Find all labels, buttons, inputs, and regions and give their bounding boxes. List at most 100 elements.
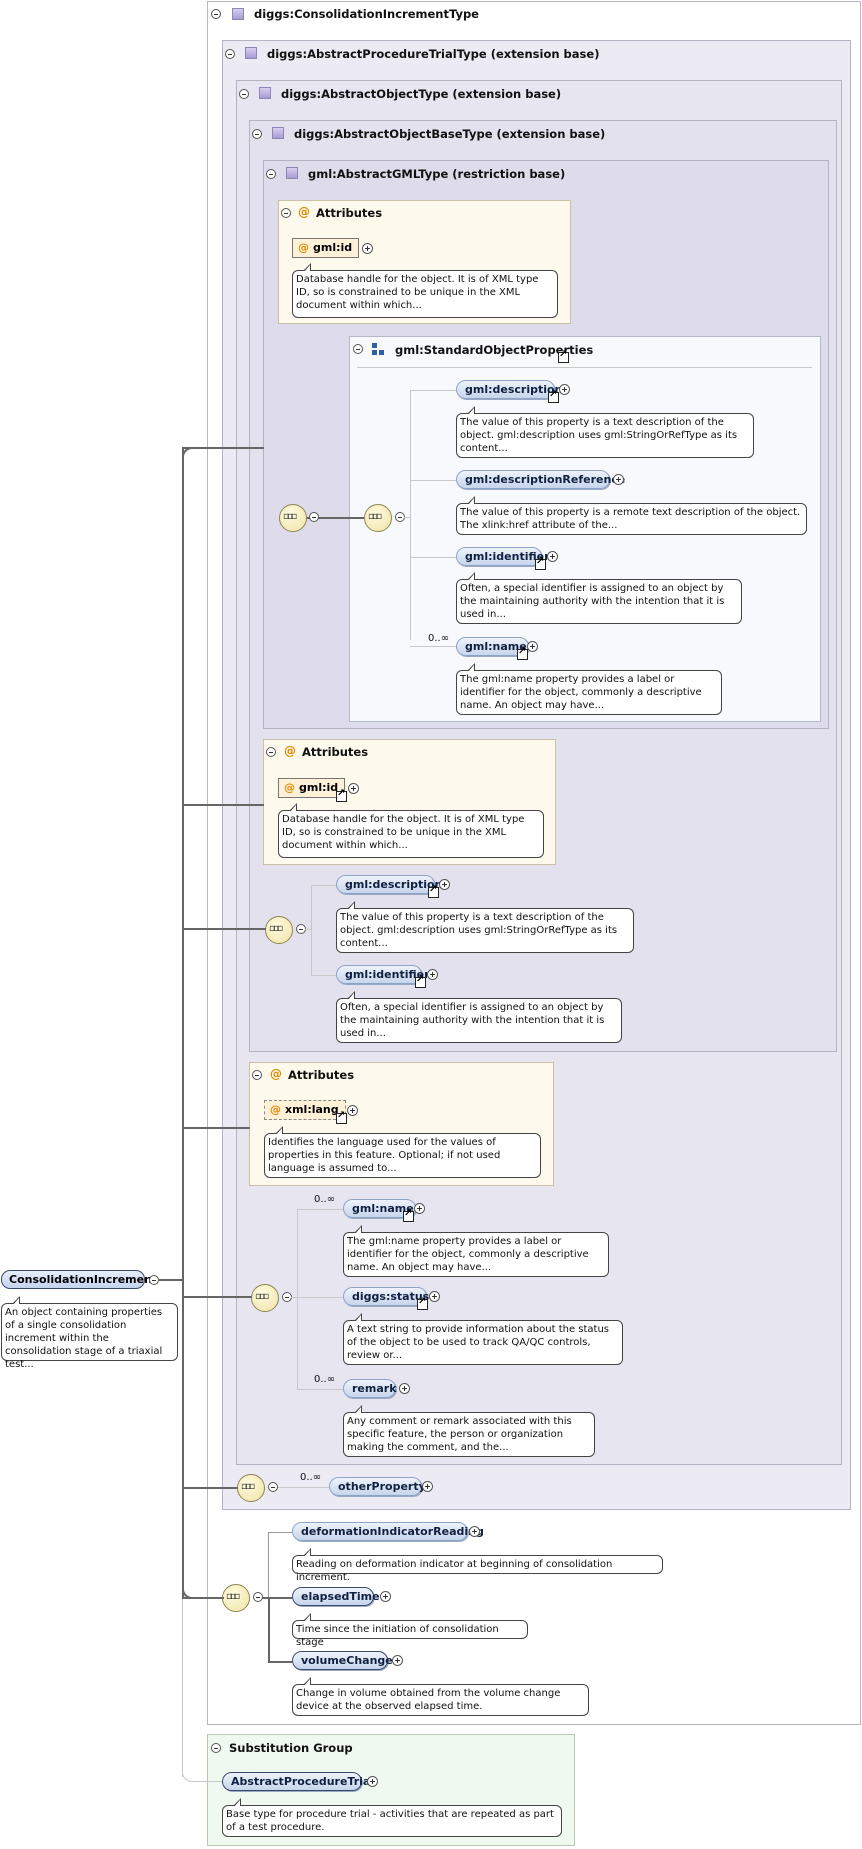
reference-icon[interactable] [428, 884, 439, 898]
expand-base-gml-id[interactable] [348, 783, 359, 794]
branch-line [410, 557, 456, 558]
collapse-gml-type[interactable] [266, 169, 276, 179]
attribute-label: xml:lang [285, 1103, 339, 1116]
object-gml-name-doc: The gml:name property provides a label o… [343, 1225, 609, 1277]
deformation-indicator-reading[interactable]: deformationIndicatorReading [292, 1522, 484, 1541]
element-label: gml:descriptionReference [465, 473, 626, 486]
complex-type-icon [232, 8, 244, 20]
attribute-icon: @ [284, 744, 296, 758]
expand-xml-lang[interactable] [347, 1105, 358, 1116]
branch-line [297, 1209, 298, 1390]
base-gml-id-attribute[interactable]: @gml:id [278, 778, 346, 798]
collapse-procedure-trial-type[interactable] [225, 49, 235, 59]
reference-icon[interactable] [336, 788, 347, 802]
reference-icon[interactable] [558, 349, 569, 363]
xml-lang-attribute[interactable]: @xml:lang [264, 1100, 346, 1120]
other-property[interactable]: otherProperty [329, 1477, 426, 1496]
branch-line [268, 1661, 292, 1663]
reference-icon[interactable] [535, 556, 546, 570]
abstract-procedure-trial[interactable]: AbstractProcedureTrial [222, 1772, 374, 1791]
expand-object-gml-name[interactable] [414, 1203, 425, 1214]
sequence-icon [364, 504, 392, 532]
expand-other-property[interactable] [422, 1481, 433, 1492]
group-icon [372, 343, 385, 356]
expand-base-gml-description[interactable] [439, 879, 450, 890]
collapse-substitution-group[interactable] [211, 1743, 221, 1753]
attribute-label: gml:id [299, 781, 339, 794]
xml-lang-doc: Identifies the language used for the val… [264, 1126, 541, 1178]
branch-line [410, 646, 456, 647]
object-type-title: diggs:AbstractObjectType (extension base… [281, 87, 562, 101]
reference-icon[interactable] [415, 974, 426, 988]
volume-change[interactable]: volumeChange [292, 1651, 393, 1670]
reference-icon[interactable] [336, 1110, 347, 1124]
trunk-line [159, 1279, 183, 1281]
base-gml-identifier[interactable]: gml:identifier [336, 965, 430, 984]
collapse-gml-sequence[interactable] [309, 512, 319, 522]
cardinality: 0..∞ [314, 1374, 336, 1385]
element-label: otherProperty [338, 1480, 426, 1493]
branch-line [268, 1532, 269, 1661]
cardinality: 0..∞ [314, 1194, 336, 1205]
gml-id-doc: Database handle for the object. It is of… [292, 263, 558, 318]
branch-line [268, 1597, 270, 1663]
branch-line [297, 1297, 343, 1298]
expand-gml-description-reference[interactable] [613, 474, 624, 485]
std-gml-description[interactable]: gml:description [456, 380, 562, 399]
expand-volume-change[interactable] [392, 1655, 403, 1666]
collapse-consolidation-type[interactable] [211, 9, 221, 19]
elapsed-time[interactable]: elapsedTime [292, 1587, 380, 1606]
remark[interactable]: remark [343, 1379, 397, 1398]
object-gml-name[interactable]: gml:name [343, 1199, 416, 1218]
std-gml-description-reference[interactable]: gml:descriptionReference [456, 470, 625, 489]
element-label: deformationIndicatorReading [301, 1525, 484, 1538]
consolidation-type-title: diggs:ConsolidationIncrementType [254, 7, 479, 21]
expand-gml-description[interactable] [559, 384, 570, 395]
collapse-object-attributes[interactable] [252, 1070, 262, 1080]
collapse-root-element[interactable] [149, 1275, 159, 1285]
collapse-object-type[interactable] [239, 89, 249, 99]
expand-gml-identifier[interactable] [547, 551, 558, 562]
gml-id-attribute[interactable]: @gml:id [292, 238, 360, 258]
collapse-trial-sequence[interactable] [268, 1482, 278, 1492]
collapse-base-attributes[interactable] [266, 747, 276, 757]
standard-props-title: gml:StandardObjectProperties [395, 343, 594, 357]
reference-icon[interactable] [517, 646, 528, 660]
expand-abstract-procedure-trial[interactable] [367, 1776, 378, 1787]
collapse-object-base-type[interactable] [252, 129, 262, 139]
element-label: remark [352, 1382, 397, 1395]
expand-deformation-indicator-reading[interactable] [469, 1526, 480, 1537]
diggs-status[interactable]: diggs:status [343, 1287, 429, 1306]
reference-icon[interactable] [417, 1296, 428, 1310]
element-label: gml:name [465, 640, 527, 653]
substitution-group-title: Substitution Group [229, 1741, 353, 1755]
sequence-icon [279, 504, 307, 532]
expand-elapsed-time[interactable] [380, 1591, 391, 1602]
collapse-standard-props[interactable] [353, 344, 363, 354]
root-element[interactable]: ConsolidationIncrement [1, 1270, 157, 1289]
reference-icon[interactable] [548, 389, 559, 403]
base-gml-identifier-doc: Often, a special identifier is assigned … [336, 991, 622, 1043]
expand-base-gml-identifier[interactable] [427, 969, 438, 980]
expand-gml-name[interactable] [527, 641, 538, 652]
attribute-icon: @ [298, 241, 309, 254]
sequence-icon [237, 1474, 265, 1502]
collapse-gml-attributes[interactable] [281, 208, 291, 218]
attribute-icon: @ [298, 205, 310, 219]
expand-remark[interactable] [399, 1383, 410, 1394]
element-label: gml:description [465, 383, 563, 396]
gml-type-title: gml:AbstractGMLType (restriction base) [308, 167, 566, 181]
base-gml-id-doc: Database handle for the object. It is of… [278, 803, 544, 858]
std-gml-identifier[interactable]: gml:identifier [456, 547, 550, 566]
complex-type-icon [259, 87, 271, 99]
branch-line [404, 517, 411, 518]
sequence-icon [222, 1584, 250, 1612]
std-gml-name[interactable]: gml:name [456, 637, 529, 656]
base-gml-description[interactable]: gml:description [336, 875, 442, 894]
cardinality: 0..∞ [300, 1472, 322, 1483]
expand-diggs-status[interactable] [429, 1291, 440, 1302]
expand-gml-id[interactable] [362, 243, 373, 254]
std-gml-identifier-doc: Often, a special identifier is assigned … [456, 572, 742, 624]
trunk-branch [184, 447, 264, 449]
reference-icon[interactable] [403, 1208, 414, 1222]
